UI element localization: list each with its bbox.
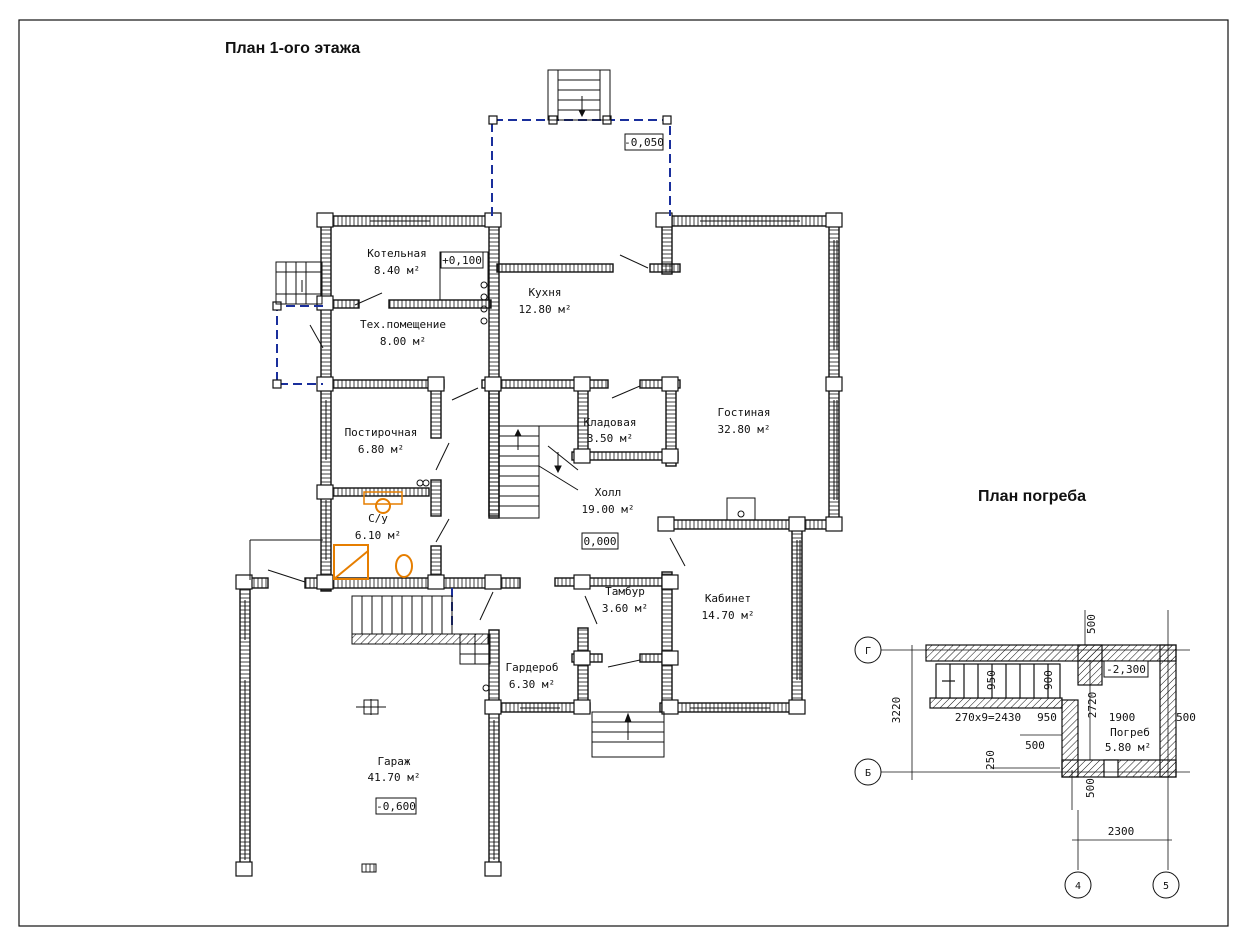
room-area-living: 32.80 м² [718,423,771,436]
dim-250: 250 [984,750,997,770]
level-garage: -0,600 [376,800,416,813]
axis-label-5: 5 [1163,881,1169,892]
room-area-boiler: 8.40 м² [374,264,420,277]
cellar-wall-bottom [1061,759,1177,778]
cellar-plan [925,644,1177,778]
room-name-boiler: Котельная [367,247,427,260]
dim-steps: 270x9=2430 [955,711,1021,724]
terrace-outlines [276,119,671,630]
garage-vent [361,863,377,873]
fireplace [726,497,756,521]
level-boiler: +0,100 [442,254,482,267]
room-name-pantry: Кладовая [584,416,637,429]
dim-500-top: 500 [1085,614,1098,634]
room-labels: Котельная 8.40 м² Тех.помещение 8.00 м² … [345,247,771,784]
room-area-pantry: 3.50 м² [587,432,633,445]
room-name-living: Гостиная [718,406,771,419]
room-area-hall: 19.00 м² [582,503,635,516]
cellar-plan-title: План погреба [978,488,1087,505]
axis-label-g: Г [865,646,871,657]
dim-500-middle: 500 [1025,739,1045,752]
room-area-kitchen: 12.80 м² [519,303,572,316]
room-area-vestibule: 3.60 м² [602,602,648,615]
windows [244,220,838,860]
toilet-bowl [395,554,413,578]
room-area-office: 14.70 м² [702,609,755,622]
room-name-laundry: Постирочная [345,426,418,439]
cellar-stair [935,663,1061,699]
dim-500-bottom: 500 [1084,778,1097,798]
stairs [275,69,665,758]
room-area-wc: 6.10 м² [355,529,401,542]
sink-counter [363,491,403,505]
cellar-vent [1103,759,1119,778]
axis-bubble-5 [1152,871,1180,899]
axis-bubble-b [854,758,882,786]
wall-stair [488,387,500,519]
sink-bowl [375,498,391,514]
wall-kitchen-stub-cap [649,263,681,273]
room-name-hall: Холл [595,486,622,499]
dim-500-right: 500 [1176,711,1196,724]
room-area-wardrobe: 6.30 м² [509,678,555,691]
wall-cabinet-top [659,519,841,530]
room-name-tech: Тех.помещение [360,318,446,331]
wall-wc-right-top [430,479,442,517]
cellar-stair-slab [351,633,489,645]
cellar-wall-top [925,644,1177,662]
room-name-wc: С/у [368,512,388,525]
log-crossings [235,212,843,877]
sheet-frame [18,19,1229,927]
axis-bubble-4 [1064,871,1092,899]
level-terrace: -0,050 [624,136,664,149]
shower-tray [333,544,369,580]
room-area-laundry: 6.80 м² [358,443,404,456]
dim-3220: 3220 [890,697,903,724]
door-swings [267,254,686,668]
dim-2300: 2300 [1108,825,1135,838]
cellar-stair-wall [929,697,1063,709]
sanitary-fixtures [333,491,413,580]
dim-1900: 1900 [1109,711,1136,724]
room-name-garage: Гараж [377,755,410,768]
level-box-hall [581,532,619,550]
axis-label-b: Б [865,768,871,779]
room-area-cellar: 5.80 м² [1105,741,1151,754]
level-box-terrace [624,133,664,151]
floor1-plan-title: План 1-ого этажа [225,40,361,57]
wall-wc-bottom [304,577,521,589]
level-box-garage [375,797,417,815]
room-name-kitchen: Кухня [528,286,561,299]
room-area-garage: 41.70 м² [368,771,421,784]
level-marks [375,133,664,815]
room-name-wardrobe: Гардероб [506,661,559,674]
room-name-vestibule: Тамбур [605,585,645,598]
axis-bubble-g [854,636,882,664]
axis-label-4: 4 [1075,881,1081,892]
wall-hall-top [481,379,609,389]
cellar-dim-lines [880,610,1190,870]
room-name-cellar: Погреб [1110,726,1150,739]
level-cellar: -2,300 [1106,663,1146,676]
dim-900: 900 [1042,670,1055,690]
wall-kitchen-counter [496,263,614,273]
cellar-dimensions: 500 3220 2720 250 500 950 900 270x9=2430… [890,614,1196,838]
wall-boiler-tech [388,299,492,309]
wall-laundry-top [328,379,445,389]
level-box-cellar [1103,660,1149,678]
level-box-boiler [440,251,484,269]
dim-950-horizontal: 950 [1037,711,1057,724]
wall-pantry-top [639,379,681,389]
room-name-office: Кабинет [705,592,751,605]
axis-bubbles [854,636,1180,899]
dim-950-vertical: 950 [985,670,998,690]
dim-2720: 2720 [1086,692,1099,719]
level-hall: 0,000 [583,535,616,548]
room-area-tech: 8.00 м² [380,335,426,348]
wall-cabinet-left [661,571,673,713]
